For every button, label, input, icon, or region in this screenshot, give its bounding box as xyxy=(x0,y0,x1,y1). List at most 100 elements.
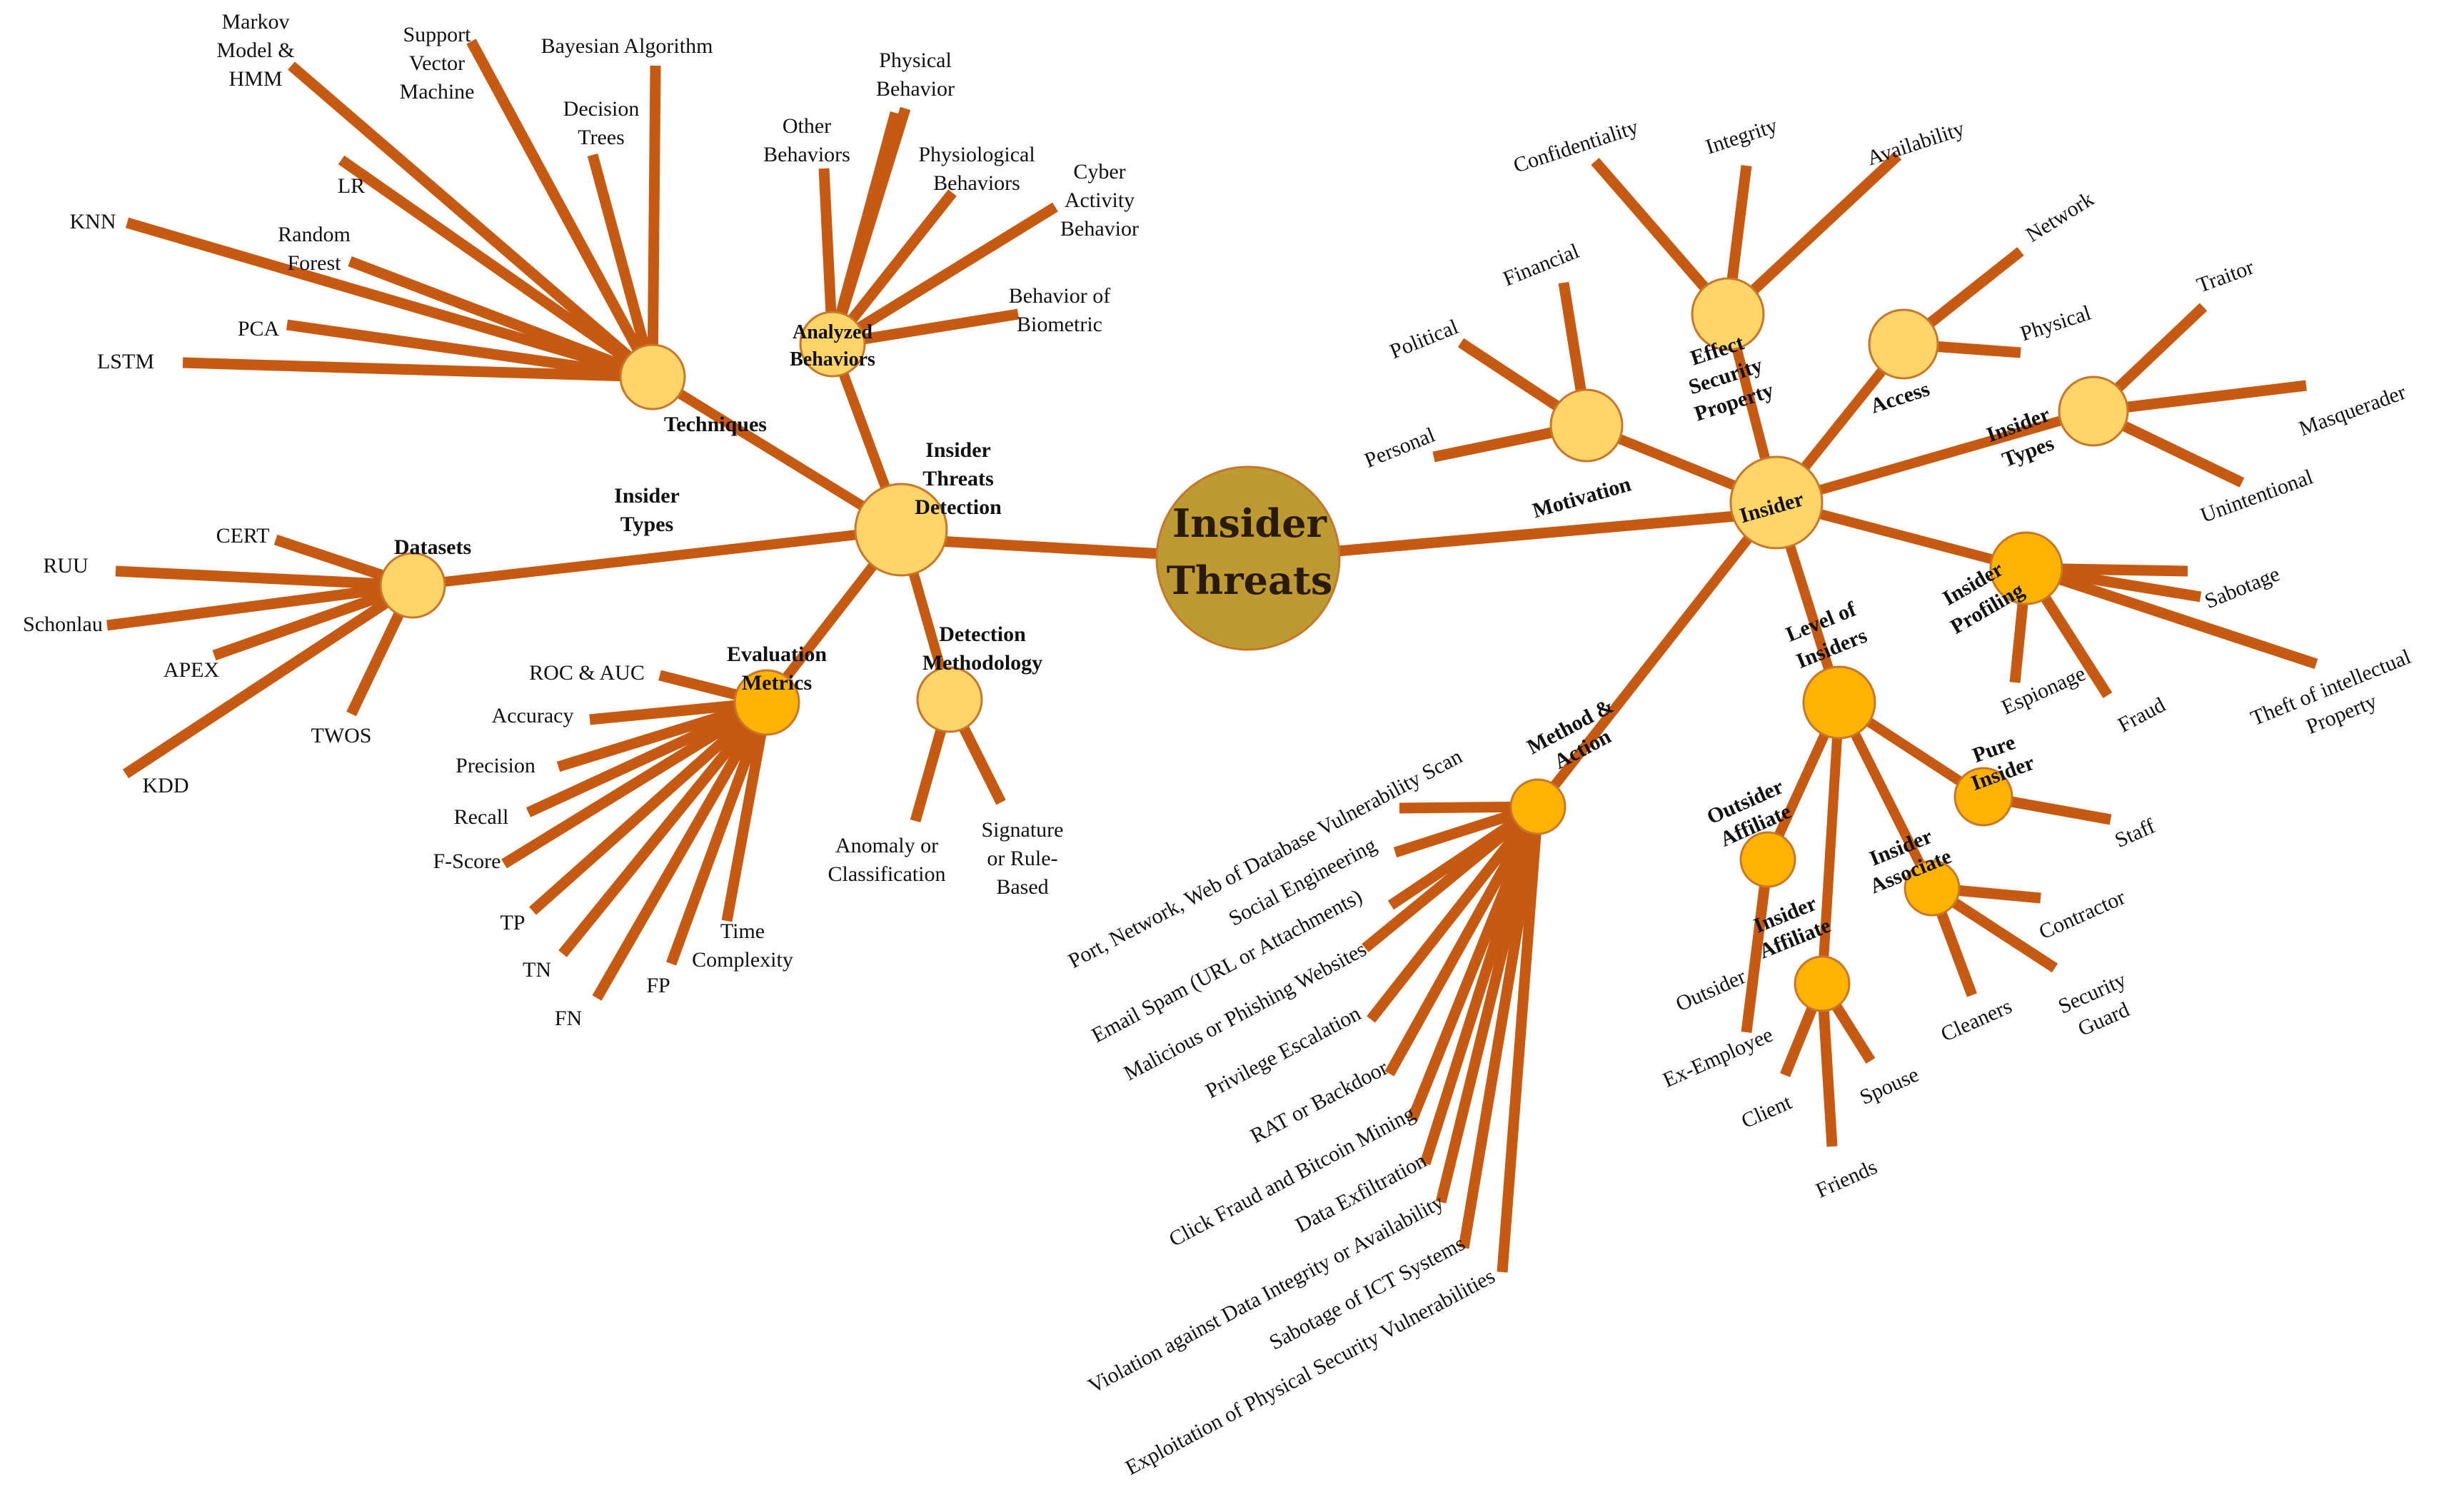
label-line: Decision xyxy=(563,97,640,121)
label-line: HMM xyxy=(228,67,282,91)
dataset-item: APEX xyxy=(164,658,220,682)
label-line: Behavior xyxy=(1060,217,1139,241)
label-line: PCA xyxy=(238,317,280,341)
label-line: Analyzed xyxy=(793,321,872,343)
label-line: Physical xyxy=(879,49,952,72)
label-line: TP xyxy=(500,911,525,934)
label-line: Friends xyxy=(1812,1155,1881,1203)
analyzed-behaviors-node xyxy=(799,311,866,378)
edge-method-action-3 xyxy=(1362,802,1542,952)
techniques-node xyxy=(619,343,686,410)
edge-profiling-1 xyxy=(2024,563,2318,670)
edge-technique-1 xyxy=(466,39,658,380)
dataset-item: CERT xyxy=(216,524,270,548)
affiliate-item: Friends xyxy=(1812,1155,1881,1203)
label-line: Other xyxy=(783,114,831,138)
technique-item: KNN xyxy=(70,210,116,233)
edge-technique-8 xyxy=(182,357,653,383)
label-line: Techniques xyxy=(664,413,767,436)
label-line: Staff xyxy=(2111,814,2158,852)
edge-method-action-5 xyxy=(1384,804,1543,1077)
label-line: Fraud xyxy=(2114,693,2169,737)
edge-dataset-3 xyxy=(212,580,415,661)
label-line: Physical xyxy=(2018,301,2094,346)
label-line: CERT xyxy=(216,524,270,548)
metric-item: TN xyxy=(523,958,551,982)
effect-item: Integrity xyxy=(1703,114,1780,158)
label-line: Sabotage xyxy=(2201,562,2283,613)
label-line: Physiological xyxy=(918,143,1035,166)
evaluation-metrics-node xyxy=(733,669,800,736)
technique-item: PCA xyxy=(238,317,280,341)
motivation-item: Personal xyxy=(1361,423,1438,473)
label-line: Model & xyxy=(216,39,294,62)
associate-item: Contractor xyxy=(2036,885,2129,944)
label-line: Activity xyxy=(1065,188,1135,212)
edge-method-action-4 xyxy=(1367,803,1542,1023)
label-line: FP xyxy=(646,974,670,997)
label-line: Outsider xyxy=(1672,964,1749,1016)
dataset-item: KDD xyxy=(143,774,189,797)
label-line: Confidentiality xyxy=(1511,115,1641,178)
edge-effect-2 xyxy=(1724,151,1902,318)
label-line: Datasets xyxy=(394,535,471,559)
label-line: Behavior of xyxy=(1009,284,1110,308)
associate-item: Cleaners xyxy=(1937,994,2015,1047)
label-line: Insider xyxy=(925,438,991,462)
profiling-item: Fraud xyxy=(2114,693,2169,737)
label-line: Support xyxy=(403,23,471,46)
label-line: Forest xyxy=(288,251,342,275)
edge-detection-datasets xyxy=(412,525,902,590)
label-line: Availability xyxy=(1864,116,1967,170)
insider-affiliate-node xyxy=(1794,955,1851,1012)
label-line: Complexity xyxy=(692,948,793,972)
label-line: Personal xyxy=(1361,423,1438,473)
affiliate-item: Spouse xyxy=(1856,1063,1923,1109)
edge-metric-6 xyxy=(558,699,771,957)
type-item: Traitor xyxy=(2193,256,2257,298)
edge-detection-techniques xyxy=(650,373,904,534)
label-line: LSTM xyxy=(97,350,154,373)
label-line: Behaviors xyxy=(790,348,875,371)
edge-metric-7 xyxy=(592,700,772,1001)
label-line: RUU xyxy=(43,554,89,578)
label-line: Political xyxy=(1387,315,1462,363)
edge-outsider-ex xyxy=(1741,859,1774,1033)
outsider-affiliate-node xyxy=(1739,831,1796,888)
metric-item: Precision xyxy=(456,754,535,777)
label-line: Signature xyxy=(982,818,1064,842)
label-line: Network xyxy=(2022,187,2098,247)
label-line: Random xyxy=(278,223,351,246)
label-line: Detection xyxy=(915,495,1002,519)
outsider-item: Ex-Employee xyxy=(1659,1023,1776,1092)
label-line: Ex-Employee xyxy=(1659,1023,1776,1092)
label-line: Integrity xyxy=(1703,114,1780,158)
label-line: Cleaners xyxy=(1937,994,2015,1047)
metric-item: FP xyxy=(646,974,670,997)
edge-type-1 xyxy=(2093,380,2307,417)
nodes-layer xyxy=(379,277,2129,1012)
access-item: Physical xyxy=(2018,301,2094,346)
edge-technique-4 xyxy=(338,155,656,382)
label-line: Detection xyxy=(939,623,1026,646)
label-line: Anomaly or xyxy=(835,834,938,857)
label-line: Markov xyxy=(222,10,290,34)
label-line: Exploitation of Physical Security Vulner… xyxy=(1122,1264,1499,1480)
edge-dataset-4 xyxy=(122,580,416,779)
effect-item: Availability xyxy=(1864,116,1967,170)
datasets-label: Datasets xyxy=(394,535,471,559)
edge-insider-types xyxy=(1775,406,2095,508)
metric-item: Recall xyxy=(454,805,509,829)
dataset-item: RUU xyxy=(43,554,89,578)
label-line: Bayesian Algorithm xyxy=(541,34,713,58)
label-line: ROC & AUC xyxy=(529,661,645,685)
